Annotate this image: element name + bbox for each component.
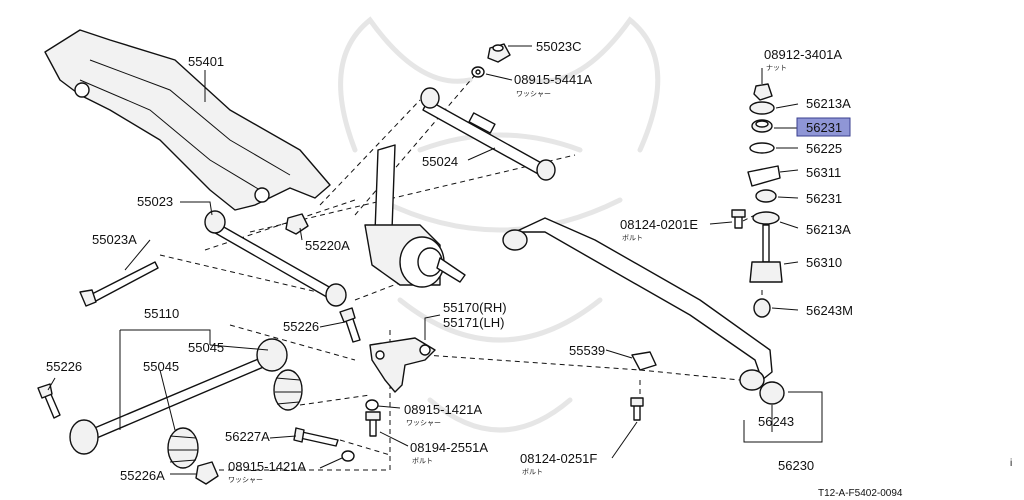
- label-55170-rh[interactable]: 55170(RH): [443, 300, 507, 315]
- nut-55226a[interactable]: [195, 461, 219, 485]
- bushing-55045-rear[interactable]: [273, 369, 303, 411]
- bushing-56243[interactable]: [759, 381, 785, 405]
- label-08124-0201e[interactable]: 08124-0201E: [620, 217, 698, 232]
- washer-08915-1421a-bottom[interactable]: [341, 450, 355, 462]
- cushion-56213a-bottom[interactable]: [752, 211, 780, 225]
- label-55045-front[interactable]: 55045: [143, 359, 179, 374]
- note-08194-2551a: ボルト: [412, 457, 433, 465]
- label-55171-lh[interactable]: 55171(LH): [443, 315, 504, 330]
- stabilizer-bar-56230[interactable]: [502, 217, 773, 391]
- document-code: T12-A-F5402-0094: [818, 488, 903, 499]
- cushion-56231-bottom[interactable]: [755, 189, 777, 203]
- lateral-link-55023[interactable]: [204, 210, 347, 307]
- bolt-56227a[interactable]: [293, 427, 339, 447]
- bolt-08124-0201e[interactable]: [731, 209, 746, 229]
- cushion-56231-top[interactable]: [751, 119, 773, 133]
- side-mark: i: [1010, 458, 1012, 469]
- bushing-56243m[interactable]: [753, 298, 771, 318]
- leader-lines: [47, 45, 823, 475]
- nut-08912-3401a[interactable]: [753, 83, 773, 101]
- part-labels: 55401 55023C 08915-5441A ワッシャー 55024 550…: [46, 39, 1012, 499]
- label-56231-bottom[interactable]: 56231: [806, 191, 842, 206]
- label-56213a-top[interactable]: 56213A: [806, 96, 851, 111]
- label-56311[interactable]: 56311: [806, 165, 841, 180]
- link-rod-56310[interactable]: [749, 224, 783, 283]
- note-08915-5441a: ワッシャー: [516, 90, 551, 98]
- label-56225[interactable]: 56225: [806, 141, 842, 156]
- bolt-55226-left[interactable]: [37, 383, 61, 419]
- bolt-55023a[interactable]: [79, 261, 159, 307]
- assembly-lines: [159, 74, 763, 471]
- label-56227a[interactable]: 56227A: [225, 429, 270, 444]
- label-55024[interactable]: 55024: [422, 154, 458, 169]
- label-08915-1421a-bottom[interactable]: 08915-1421A: [228, 459, 306, 474]
- label-08915-5441a[interactable]: 08915-5441A: [514, 72, 592, 87]
- bolt-08194-2551a[interactable]: [365, 411, 381, 437]
- note-08915-1421a-middle: ワッシャー: [406, 419, 441, 427]
- label-08912-3401a[interactable]: 08912-3401A: [764, 47, 842, 62]
- nut-55023c[interactable]: [487, 43, 511, 63]
- label-55045-rear[interactable]: 55045: [188, 340, 224, 355]
- bracket-55170-55171[interactable]: [369, 337, 436, 393]
- highlight-56231: [796, 117, 851, 137]
- bolt-08124-0251f[interactable]: [630, 397, 644, 421]
- label-08915-1421a-middle[interactable]: 08915-1421A: [404, 402, 482, 417]
- nut-55220a[interactable]: [285, 213, 309, 235]
- label-56243[interactable]: 56243: [758, 414, 794, 429]
- knuckle-hub: [364, 144, 466, 288]
- label-56230[interactable]: 56230: [778, 458, 814, 473]
- label-55226-center[interactable]: 55226: [283, 319, 319, 334]
- label-55110[interactable]: 55110: [144, 306, 179, 321]
- label-55401[interactable]: 55401: [188, 54, 224, 69]
- bolt-55226-center[interactable]: [339, 307, 361, 343]
- note-08124-0201e: ボルト: [622, 234, 643, 242]
- washer-08915-1421a-middle[interactable]: [365, 399, 379, 411]
- note-08915-1421a-bottom: ワッシャー: [228, 476, 263, 484]
- label-56310[interactable]: 56310: [806, 255, 842, 270]
- washer-56225[interactable]: [749, 142, 775, 154]
- label-55539[interactable]: 55539: [569, 343, 605, 358]
- label-55023a[interactable]: 55023A: [92, 232, 137, 247]
- label-08194-2551a[interactable]: 08194-2551A: [410, 440, 488, 455]
- cushion-56213a-top[interactable]: [749, 101, 775, 115]
- trailing-arm-55110[interactable]: [69, 338, 288, 455]
- label-56213a-bottom[interactable]: 56213A: [806, 222, 851, 237]
- label-55220a[interactable]: 55220A: [305, 238, 350, 253]
- label-55023[interactable]: 55023: [137, 194, 173, 209]
- washer-08915-5441a[interactable]: [471, 66, 485, 78]
- lateral-link-55024[interactable]: [420, 87, 556, 181]
- note-08912-3401a: ナット: [766, 64, 787, 72]
- crossmember-55401[interactable]: [44, 29, 331, 211]
- clip-55539[interactable]: [631, 351, 657, 371]
- label-55226a[interactable]: 55226A: [120, 468, 165, 483]
- bracket-56311[interactable]: [747, 165, 781, 187]
- label-56231-top[interactable]: 56231: [806, 120, 842, 135]
- label-55023c[interactable]: 55023C: [536, 39, 582, 54]
- bushing-55045-front[interactable]: [167, 427, 199, 469]
- note-08124-0251f: ボルト: [522, 468, 543, 476]
- label-55226-left[interactable]: 55226: [46, 359, 82, 374]
- label-56243m[interactable]: 56243M: [806, 303, 853, 318]
- label-08124-0251f[interactable]: 08124-0251F: [520, 451, 597, 466]
